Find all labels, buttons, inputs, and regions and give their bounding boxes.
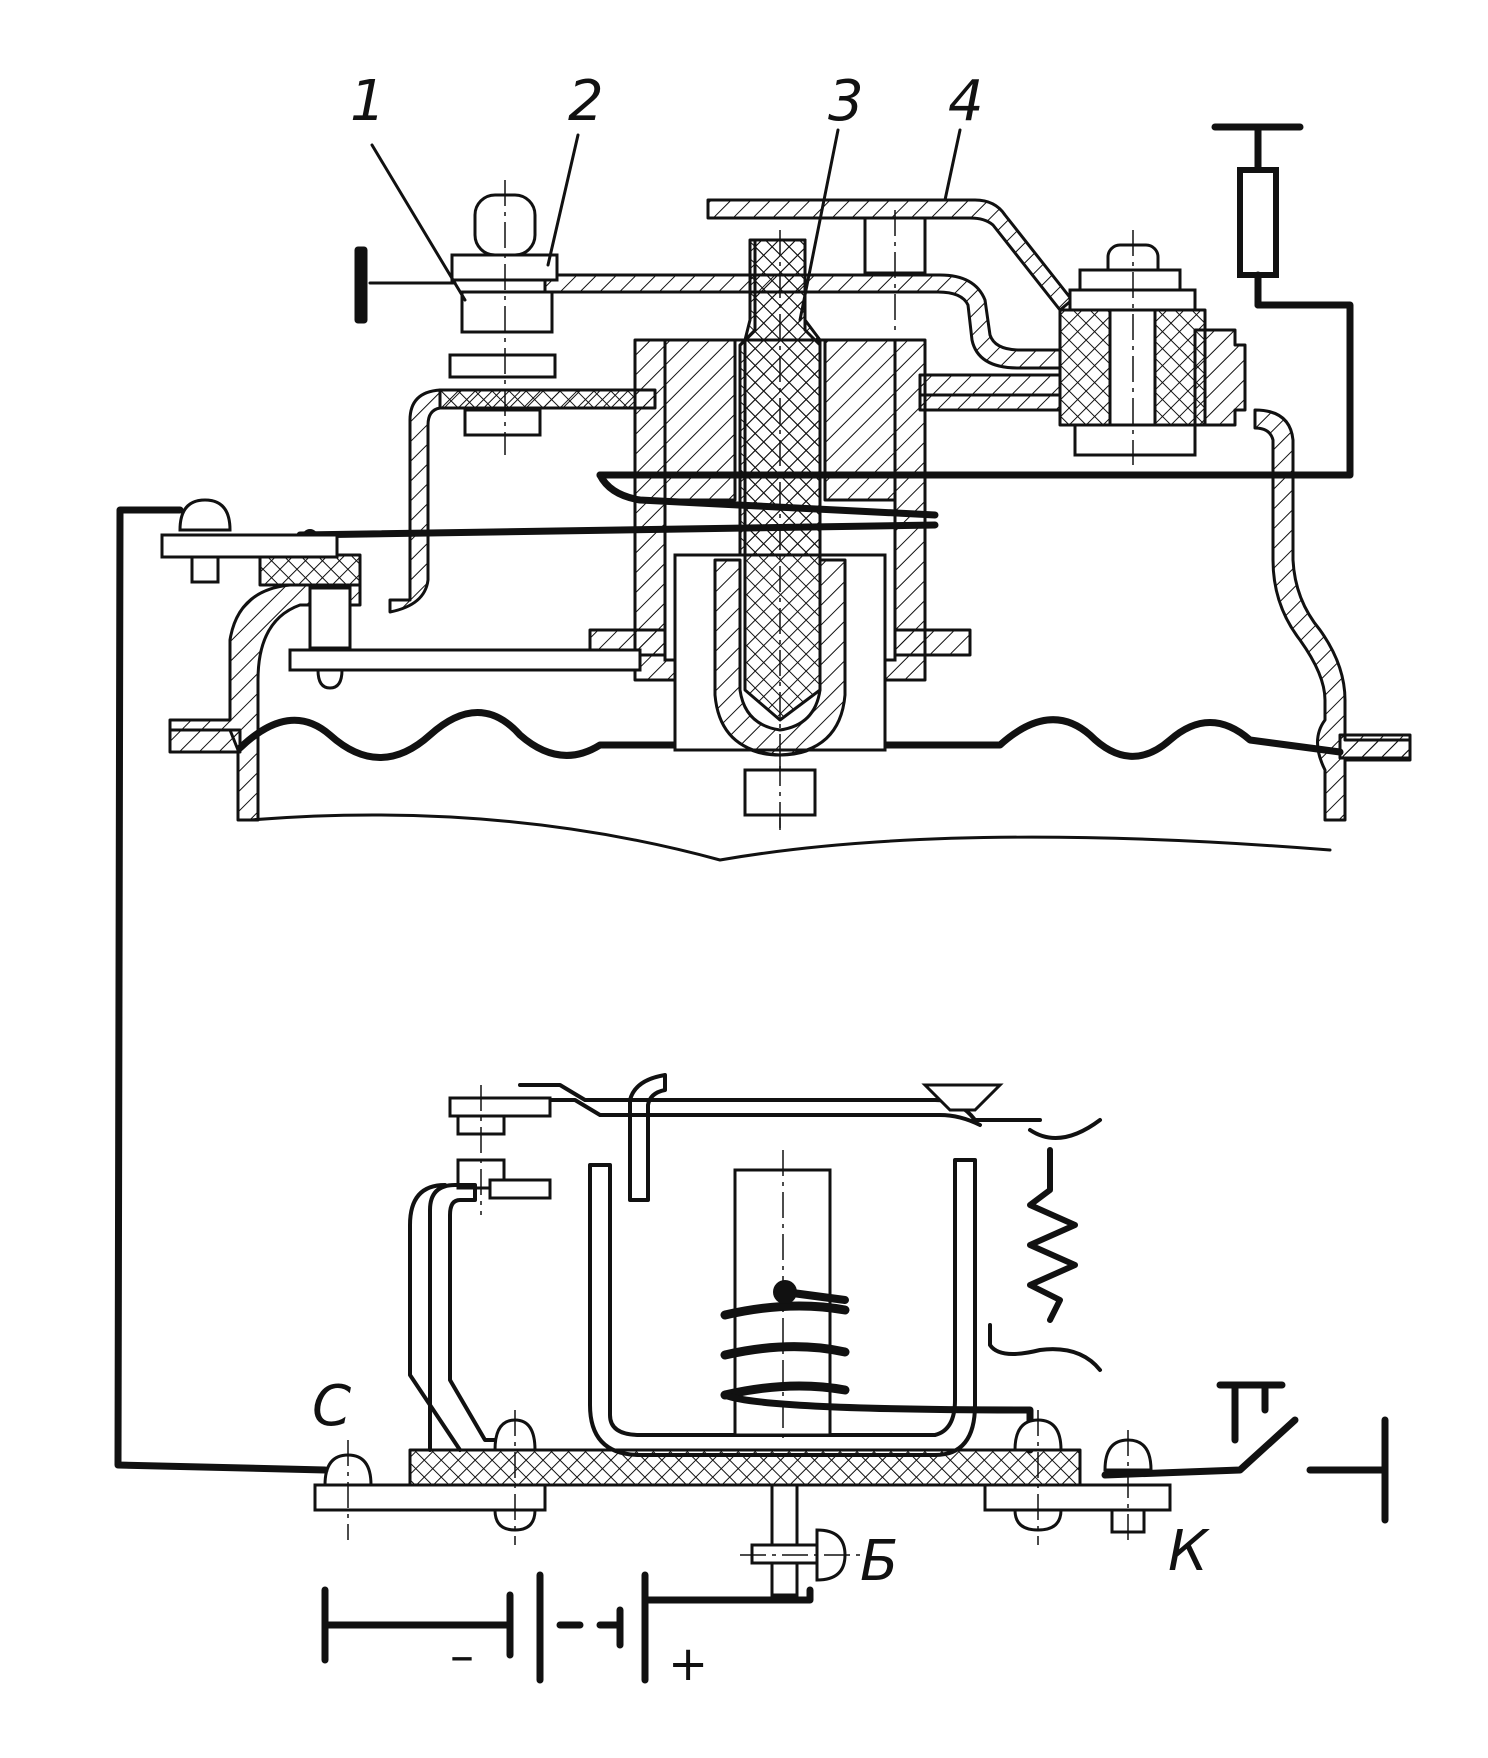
relay-screw-k1 — [1013, 1410, 1063, 1545]
relay-spring-mount-top — [1028, 1118, 1102, 1140]
relay-screw-k2 — [1103, 1430, 1153, 1545]
relay-screw-mid — [493, 1410, 537, 1545]
leader-3 — [798, 128, 840, 322]
relay-terminal-c-plate — [313, 1483, 547, 1512]
relay-contact-bracket-2 — [408, 1183, 462, 1452]
wire-coil-turns — [596, 471, 939, 519]
left-post-insulator — [258, 553, 362, 587]
label-terminal-b: Б — [860, 1529, 898, 1594]
horn-housing-left-arm — [388, 388, 657, 614]
screw-nut-lower — [463, 408, 542, 437]
terminal-base — [1073, 423, 1197, 457]
part-labels: 1 2 3 4 С Б К – + — [312, 69, 1210, 1692]
inner-plate-stud-nut — [316, 668, 344, 690]
terminal-washer-1 — [1078, 268, 1182, 292]
horn-flange-left — [168, 728, 242, 754]
inner-plate-stud — [308, 586, 352, 650]
horn-membrane — [236, 709, 1344, 761]
battery-symbol — [321, 1571, 649, 1684]
horn-flange-right — [1338, 733, 1412, 760]
left-post-nut — [178, 498, 232, 532]
wire-to-terminal-post — [296, 521, 939, 539]
horn-housing-right-shell — [1253, 408, 1412, 822]
pole-flange-right — [893, 628, 972, 657]
relay-terminal-b-nut — [750, 1543, 819, 1565]
label-terminal-c: С — [312, 1374, 351, 1439]
external-wiring — [114, 506, 1389, 1684]
ground-symbol — [1306, 1416, 1389, 1524]
screw-base-plate — [438, 388, 637, 410]
label-part-2: 2 — [568, 69, 604, 134]
terminal-link-arm-2 — [918, 393, 1062, 412]
label-plus: + — [668, 1636, 708, 1692]
label-minus: – — [450, 1628, 474, 1684]
terminal-clamp — [1193, 328, 1247, 427]
core-rod-body — [743, 238, 822, 722]
left-post-plate — [160, 533, 339, 559]
relay-contact-cone — [921, 1083, 1004, 1112]
screw-washer — [448, 353, 557, 379]
wire-horn-to-relay-c — [114, 506, 329, 1474]
core-base-u — [713, 558, 847, 757]
leader-4 — [943, 128, 962, 202]
relay-yoke — [588, 1158, 977, 1457]
screw-nut-mid — [460, 290, 554, 334]
relay-coil-return — [721, 1391, 1034, 1454]
label-part-1: 1 — [350, 69, 386, 134]
relay-assembly — [313, 1073, 1172, 1597]
relay-terminal-b-stem — [770, 1483, 799, 1597]
relay-lower-contact-plate — [488, 1178, 552, 1200]
relay-armature-hook — [628, 1073, 667, 1202]
label-part-3: 3 — [828, 69, 864, 134]
resistor-body — [1237, 167, 1279, 278]
leader-2 — [546, 133, 580, 267]
wire-resistor-loop — [596, 301, 1354, 479]
wire-battery-plus — [641, 1586, 814, 1604]
horn-resonator-outline — [248, 813, 1332, 862]
horn-assembly — [160, 123, 1412, 862]
inner-plate — [288, 648, 642, 672]
relay-coil — [720, 1301, 850, 1400]
label-part-4: 4 — [948, 69, 984, 134]
relay-coil-terminal — [773, 1280, 797, 1304]
relay-contact-bracket — [428, 1183, 502, 1452]
switch-button — [1216, 1381, 1286, 1444]
terminal-link-arm — [918, 373, 1062, 397]
leader-1 — [370, 143, 467, 302]
relay-upper-contact-plate — [448, 1096, 552, 1118]
wire-k-switch — [1101, 1416, 1299, 1479]
adjust-screw-head — [354, 246, 368, 324]
left-post-stem — [190, 555, 220, 584]
label-terminal-k: К — [1168, 1519, 1210, 1584]
relay-spring-mount-bottom — [988, 1323, 1102, 1372]
relay-spring — [1027, 1147, 1078, 1323]
relay-terminal-k-plate — [983, 1483, 1172, 1512]
